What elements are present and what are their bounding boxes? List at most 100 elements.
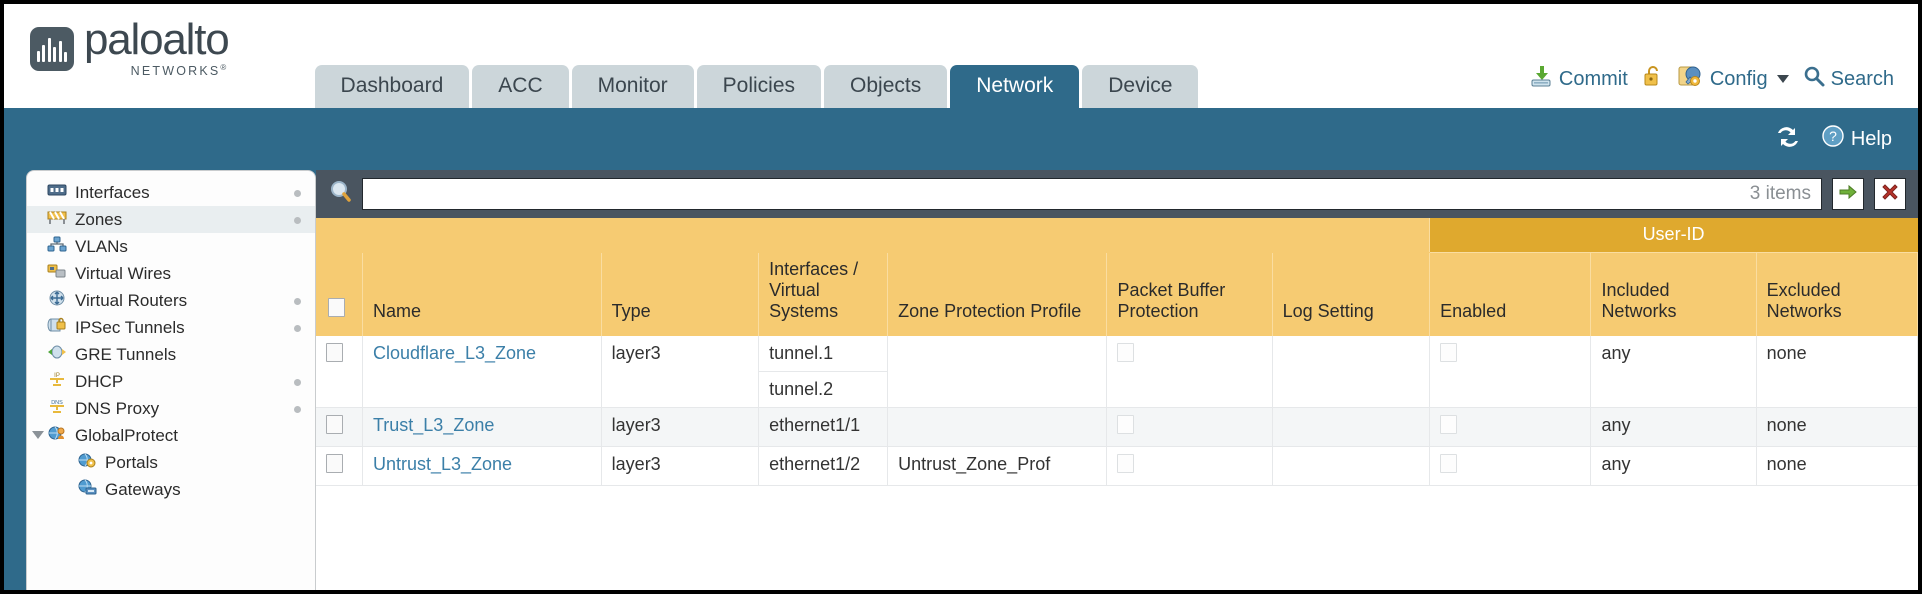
sidebar-item-globalprotect[interactable]: GlobalProtect	[27, 422, 315, 449]
table-row[interactable]: Cloudflare_L3_Zone layer3 tunnel.1 tunne…	[316, 335, 1918, 408]
group-header-spacer	[316, 218, 1431, 253]
column-header-excluded-networks[interactable]: Excluded Networks	[1756, 252, 1918, 336]
sidebar-item-portals[interactable]: Portals	[27, 449, 315, 476]
tab-monitor[interactable]: Monitor	[571, 64, 694, 108]
table-group-header-row: User-ID	[316, 218, 1918, 253]
table-row[interactable]: Trust_L3_Zone layer3 ethernet1/1	[316, 407, 1918, 447]
cell-userid-enabled	[1429, 446, 1592, 486]
tab-policies[interactable]: Policies	[696, 64, 822, 108]
sidebar-item-dns-proxy[interactable]: DNS DNS Proxy	[27, 395, 315, 422]
clear-filter-button[interactable]	[1874, 178, 1906, 210]
userid-enabled-checkbox[interactable]	[1440, 453, 1458, 473]
tab-objects[interactable]: Objects	[824, 64, 948, 108]
sidebar-item-interfaces[interactable]: Interfaces	[27, 179, 315, 206]
cell-interfaces: ethernet1/1	[758, 407, 889, 447]
tab-dashboard[interactable]: Dashboard	[314, 64, 470, 108]
commit-label: Commit	[1558, 67, 1628, 90]
sidebar-item-ipsec-tunnels[interactable]: IPSec Tunnels	[27, 314, 315, 341]
green-arrow-apply-icon	[1838, 182, 1858, 207]
cell-interfaces: tunnel.1 tunnel.2	[758, 335, 889, 408]
row-checkbox[interactable]	[326, 414, 343, 434]
magnifier-icon	[1803, 65, 1825, 93]
row-select-cell	[316, 335, 363, 408]
sidebar-item-virtual-routers[interactable]: Virtual Routers	[27, 287, 315, 314]
cell-included-networks: any	[1590, 407, 1757, 447]
cell-included-networks: any	[1590, 446, 1757, 486]
cell-log-setting	[1272, 407, 1431, 447]
zones-main-panel: 3 items	[316, 170, 1918, 590]
column-header-log-setting[interactable]: Log Setting	[1272, 252, 1431, 336]
column-header-zone-protection-profile[interactable]: Zone Protection Profile	[887, 252, 1108, 336]
help-button[interactable]: ? Help	[1821, 124, 1892, 154]
cell-excluded-networks: none	[1756, 446, 1918, 486]
sidebar-item-gre-tunnels[interactable]: GRE Tunnels	[27, 341, 315, 368]
cell-name: Cloudflare_L3_Zone	[362, 335, 602, 408]
apply-filter-button[interactable]	[1832, 178, 1864, 210]
status-dot	[294, 298, 301, 305]
column-header-enabled[interactable]: Enabled	[1429, 252, 1592, 336]
status-dot	[294, 217, 301, 224]
item-count-label: 3 items	[1749, 183, 1811, 204]
column-header-interfaces[interactable]: Interfaces / Virtual Systems	[758, 252, 889, 336]
cell-interfaces: ethernet1/2	[758, 446, 889, 486]
expander-triangle-icon[interactable]	[32, 431, 44, 439]
tab-acc[interactable]: ACC	[472, 64, 569, 108]
status-dot	[294, 379, 301, 386]
userid-enabled-checkbox[interactable]	[1440, 342, 1458, 362]
sidebar-item-zones[interactable]: Zones	[27, 206, 315, 233]
sidebar-item-dhcp[interactable]: IP DHCP	[27, 368, 315, 395]
main-nav-tabs: Dashboard ACC Monitor Policies Objects N…	[314, 64, 1199, 108]
filter-input[interactable]: 3 items	[362, 178, 1822, 210]
sidebar-item-label: GlobalProtect	[75, 425, 178, 445]
config-label: Config	[1709, 67, 1768, 90]
lock-button[interactable]	[1642, 64, 1664, 94]
row-select-cell	[316, 446, 363, 486]
commit-button[interactable]: Commit	[1529, 64, 1628, 94]
group-header-userid: User-ID	[1429, 218, 1918, 253]
svg-text:IP: IP	[54, 373, 60, 379]
packet-buffer-protection-checkbox[interactable]	[1117, 453, 1135, 473]
sidebar-item-vlans[interactable]: VLANs	[27, 233, 315, 260]
interface-item: tunnel.2	[769, 378, 834, 399]
tab-network[interactable]: Network	[950, 64, 1080, 108]
globalprotect-icon	[47, 425, 67, 446]
column-header-type[interactable]: Type	[601, 252, 760, 336]
table-header-row: Name Type Interfaces / Virtual Systems Z…	[316, 252, 1918, 336]
dns-proxy-icon: DNS	[47, 398, 67, 419]
config-menu-button[interactable]: Config	[1678, 64, 1789, 94]
row-checkbox[interactable]	[326, 453, 343, 473]
sidebar-item-virtual-wires[interactable]: Virtual Wires	[27, 260, 315, 287]
table-row[interactable]: Untrust_L3_Zone layer3 ethernet1/2 Untru…	[316, 446, 1918, 486]
column-header-packet-buffer-protection[interactable]: Packet Buffer Protection	[1106, 252, 1273, 336]
packet-buffer-protection-checkbox[interactable]	[1117, 342, 1135, 362]
select-all-checkbox[interactable]	[328, 297, 345, 317]
row-checkbox[interactable]	[326, 342, 343, 362]
cell-packet-buffer-protection	[1106, 335, 1273, 408]
tab-device[interactable]: Device	[1082, 64, 1199, 108]
cell-log-setting	[1272, 335, 1431, 408]
cell-userid-enabled	[1429, 335, 1592, 408]
refresh-icon[interactable]	[1773, 124, 1803, 155]
cell-userid-enabled	[1429, 407, 1592, 447]
search-button[interactable]: Search	[1803, 65, 1894, 93]
sidebar-item-gateways[interactable]: Gateways	[27, 476, 315, 503]
cell-type: layer3	[601, 446, 760, 486]
cell-zone-protection-profile	[887, 335, 1108, 408]
zone-name-link[interactable]: Cloudflare_L3_Zone	[372, 342, 537, 363]
sidebar-item-label: Zones	[75, 209, 123, 229]
packet-buffer-protection-checkbox[interactable]	[1117, 414, 1135, 434]
cell-excluded-networks: none	[1756, 335, 1918, 408]
column-header-name[interactable]: Name	[362, 252, 602, 336]
cell-log-setting	[1272, 446, 1431, 486]
sidebar-item-label: IPSec Tunnels	[75, 317, 185, 337]
cell-name: Trust_L3_Zone	[362, 407, 602, 447]
zone-name-link[interactable]: Trust_L3_Zone	[372, 414, 495, 435]
zones-table-container: User-ID Name Type Interfaces / Virtual S…	[316, 218, 1918, 590]
magnifier-icon[interactable]	[328, 179, 354, 210]
zone-name-link[interactable]: Untrust_L3_Zone	[372, 453, 513, 474]
column-header-included-networks[interactable]: Included Networks	[1590, 252, 1757, 336]
filter-bar: 3 items	[316, 170, 1918, 218]
userid-enabled-checkbox[interactable]	[1440, 414, 1458, 434]
cell-zone-protection-profile: Untrust_Zone_Prof	[887, 446, 1108, 486]
chevron-down-icon	[1776, 75, 1789, 83]
